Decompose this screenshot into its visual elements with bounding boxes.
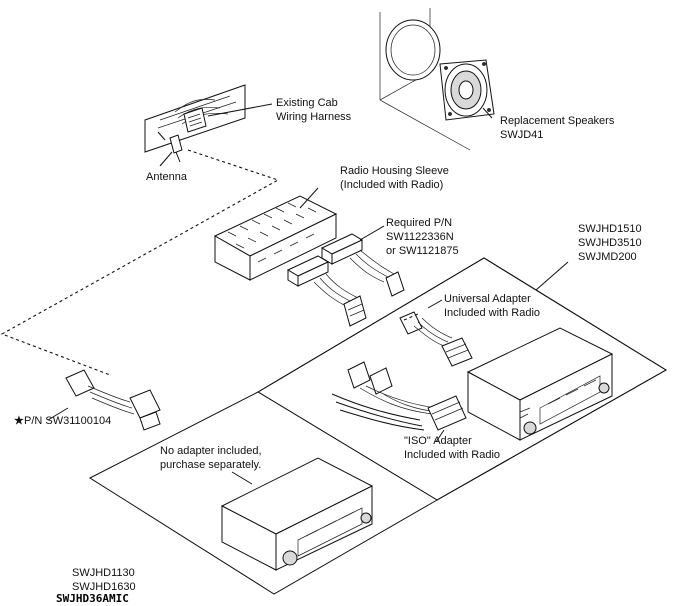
models-left-2: SWJHD1630 [72, 581, 136, 593]
radio-housing-sleeve [213, 187, 338, 281]
speakers-label-2: SWJD41 [500, 129, 543, 141]
leader-no-adapter [231, 471, 253, 485]
iso-label-1: "ISO" Adapter [404, 435, 472, 447]
pn-adapter [47, 369, 161, 431]
no-adapter-label-1: No adapter included, [160, 445, 262, 457]
leader-pn [47, 407, 69, 421]
models-left-1: SWJHD1130 [72, 567, 135, 579]
required-label-1: Required P/N [386, 217, 452, 229]
models-right-2: SWJHD3510 [578, 237, 642, 249]
required-label-2: SW1122336N [386, 231, 454, 243]
leader-universal [427, 299, 443, 309]
no-adapter-label-2: purchase separately. [160, 459, 261, 471]
radio-unit-right [466, 327, 614, 441]
leader-models-right [535, 261, 569, 291]
labels: Existing Cab Wiring Harness Antenna Repl… [14, 97, 642, 605]
universal-label-1: Universal Adapter [444, 293, 531, 305]
cab-harness-illustration [144, 84, 273, 167]
speaker-illustration [379, 8, 495, 151]
asterisk-icon: ★ [14, 415, 24, 427]
leader-sleeve [299, 187, 319, 209]
models-right-1: SWJHD1510 [578, 223, 642, 235]
harness-label-1: Existing Cab [276, 97, 338, 109]
leader-iso [435, 429, 445, 443]
harness-label-2: Wiring Harness [276, 111, 352, 123]
speakers-label-1: Replacement Speakers [500, 115, 615, 127]
dashed-connection [0, 149, 280, 376]
universal-adapter [399, 299, 473, 367]
required-harness [286, 225, 405, 327]
leader-harness [207, 103, 273, 117]
footer-code: SWJHD36AMIC [56, 592, 129, 605]
universal-label-2: Included with Radio [444, 307, 540, 319]
leader-antenna [159, 151, 173, 167]
radio-unit-left [220, 457, 374, 571]
sleeve-label-1: Radio Housing Sleeve [340, 165, 449, 177]
iso-label-2: Included with Radio [404, 449, 500, 461]
iso-adapter [331, 361, 467, 443]
leader-required [359, 225, 385, 241]
models-right-3: SWJMD200 [578, 251, 637, 263]
sleeve-label-2: (Included with Radio) [340, 179, 443, 191]
antenna-label: Antenna [146, 171, 188, 183]
pn-label: P/N SW31100104 [24, 415, 111, 427]
required-label-3: or SW1121875 [386, 245, 459, 257]
